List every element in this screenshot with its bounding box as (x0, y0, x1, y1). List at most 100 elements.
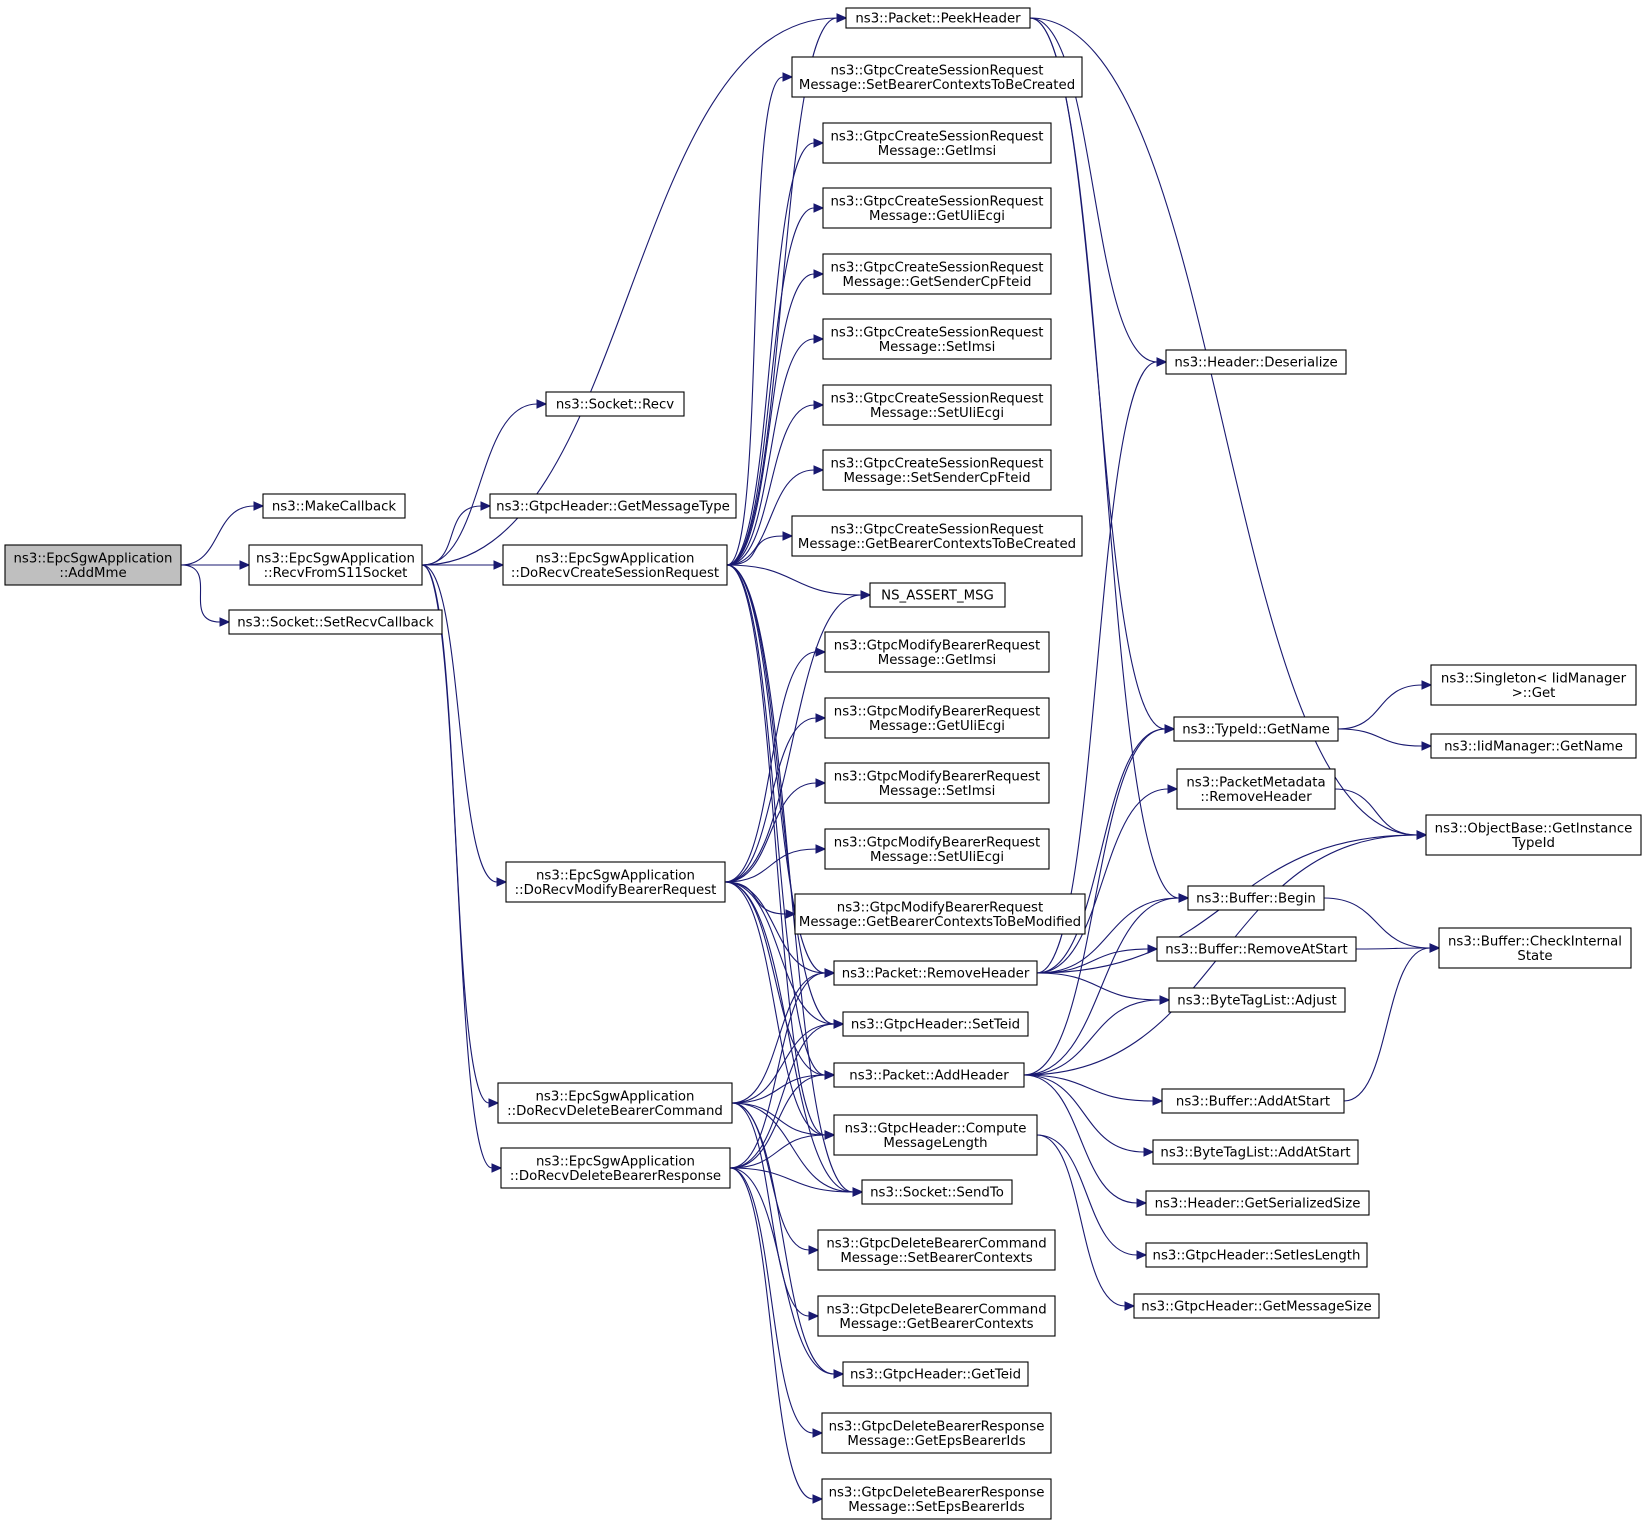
node-sockrecv[interactable]: ns3::Socket::Recv (545, 391, 685, 417)
node-setteid[interactable]: ns3::GtpcHeader::SetTeid (842, 1011, 1029, 1037)
node-csr_getbctbc[interactable]: ns3::GtpcCreateSessionRequestMessage::Ge… (791, 515, 1083, 557)
node-box (1145, 1190, 1370, 1216)
call-edge-computelen-to-setieslen (1036, 1134, 1148, 1260)
node-box (1173, 716, 1339, 742)
node-label: Message::GetImsi (878, 653, 996, 668)
arrowhead-icon (815, 844, 827, 854)
node-box (842, 1011, 1029, 1037)
node-csr_setbctbc[interactable]: ns3::GtpcCreateSessionRequestMessage::Se… (791, 56, 1083, 98)
node-csr_getimsi[interactable]: ns3::GtpcCreateSessionRequestMessage::Ge… (822, 122, 1052, 164)
node-recvs11[interactable]: ns3::EpcSgwApplication::RecvFromS11Socke… (248, 544, 423, 586)
call-edge-dodelresp-to-dbr_geteps (729, 1167, 824, 1438)
node-box (1425, 814, 1642, 856)
node-csr_setuli[interactable]: ns3::GtpcCreateSessionRequestMessage::Se… (822, 384, 1052, 426)
call-edge-dodelresp-to-addheader (729, 1070, 836, 1169)
node-iidgetname[interactable]: ns3::IidManager::GetName (1430, 733, 1637, 759)
node-singletonget[interactable]: ns3::Singleton< IidManager >::Get (1430, 664, 1637, 706)
node-btladdstart[interactable]: ns3::ByteTagList::AddAtStart (1152, 1139, 1359, 1165)
node-makecb[interactable]: ns3::MakeCallback (262, 493, 406, 519)
node-mbr_setimsi[interactable]: ns3::GtpcModifyBearerRequestMessage::Set… (824, 762, 1050, 804)
node-csr_setfteid[interactable]: ns3::GtpcCreateSessionRequestMessage::Se… (822, 449, 1052, 491)
call-edge-line (726, 207, 815, 566)
call-edge-line (1343, 947, 1431, 1102)
node-hdrsersize[interactable]: ns3::Header::GetSerializedSize (1145, 1190, 1370, 1216)
call-edge-line (1023, 999, 1161, 1076)
node-label: ns3::EpcSgwApplication (536, 551, 695, 566)
node-pmremove[interactable]: ns3::PacketMetadata::RemoveHeader (1176, 768, 1336, 810)
node-csr_getfteid[interactable]: ns3::GtpcCreateSessionRequestMessage::Ge… (822, 253, 1052, 295)
node-typeidname[interactable]: ns3::TypeId::GetName (1173, 716, 1339, 742)
node-root[interactable]: ns3::EpcSgwApplication::AddMme (4, 544, 182, 586)
call-edge-addheader-to-typeidname (1023, 724, 1176, 1076)
node-getmsgtype[interactable]: ns3::GtpcHeader::GetMessageType (489, 493, 737, 519)
node-assert[interactable]: NS_ASSERT_MSG (869, 582, 1006, 608)
node-domodify[interactable]: ns3::EpcSgwApplication::DoRecvModifyBear… (505, 861, 726, 903)
node-box (262, 493, 406, 519)
call-edge-line (729, 1167, 835, 1375)
call-edge-recvs11-to-docreate (421, 560, 505, 570)
node-label: >::Get (1512, 686, 1556, 701)
node-setrecvcb[interactable]: ns3::Socket::SetRecvCallback (228, 609, 443, 635)
node-box (505, 861, 726, 903)
node-label: ::AddMme (59, 566, 126, 581)
node-box (817, 1229, 1056, 1271)
call-edge-removeheader-to-deserialize (1036, 357, 1168, 974)
arrowhead-icon (808, 1245, 820, 1255)
node-peekheader[interactable]: ns3::Packet::PeekHeader (845, 7, 1031, 29)
call-edge-line (726, 273, 815, 566)
node-dbr_seteps[interactable]: ns3::GtpcDeleteBearerResponseMessage::Se… (821, 1478, 1052, 1520)
call-edge-domodify-to-mbr_getimsi (724, 647, 827, 883)
node-label: ns3::GtpcModifyBearerRequest (837, 900, 1043, 915)
node-dodelresp[interactable]: ns3::EpcSgwApplication::DoRecvDeleteBear… (500, 1147, 731, 1189)
call-edge-recvs11-to-sockrecv (421, 399, 548, 566)
arrowhead-icon (833, 1019, 845, 1029)
node-box (497, 1082, 733, 1124)
node-deserialize[interactable]: ns3::Header::Deserialize (1165, 349, 1347, 375)
node-addheader[interactable]: ns3::Packet::AddHeader (833, 1062, 1025, 1088)
arrowhead-icon (785, 909, 797, 919)
node-csr_getuli[interactable]: ns3::GtpcCreateSessionRequestMessage::Ge… (822, 187, 1052, 229)
node-bufbegin[interactable]: ns3::Buffer::Begin (1187, 885, 1325, 911)
node-getmsgsize[interactable]: ns3::GtpcHeader::GetMessageSize (1133, 1293, 1380, 1319)
node-label: ns3::GtpcCreateSessionRequest (831, 63, 1044, 78)
arrowhead-icon (860, 590, 872, 600)
call-edge-line (724, 594, 862, 883)
call-edge-line (1036, 1134, 1126, 1307)
node-mbr_getbctbm[interactable]: ns3::GtpcModifyBearerRequestMessage::Get… (794, 893, 1086, 935)
node-removeheader[interactable]: ns3::Packet::RemoveHeader (833, 960, 1038, 986)
node-label: ns3::Header::Deserialize (1174, 356, 1337, 371)
node-label: Message::GetUliEcgi (869, 209, 1005, 224)
node-label: ns3::GtpcCreateSessionRequest (831, 522, 1044, 537)
node-setieslen[interactable]: ns3::GtpcHeader::SetIesLength (1145, 1242, 1368, 1268)
node-csr_setimsi[interactable]: ns3::GtpcCreateSessionRequestMessage::Se… (822, 318, 1052, 360)
node-bufaddstart[interactable]: ns3::Buffer::AddAtStart (1161, 1088, 1345, 1114)
node-docreate[interactable]: ns3::EpcSgwApplication::DoRecvCreateSess… (502, 544, 728, 586)
node-mbr_setuli[interactable]: ns3::GtpcModifyBearerRequestMessage::Set… (824, 828, 1050, 870)
node-bufremove[interactable]: ns3::Buffer::RemoveAtStart (1156, 936, 1357, 962)
call-edge-docreate-to-csr_getimsi (726, 138, 825, 566)
node-mbr_getuli[interactable]: ns3::GtpcModifyBearerRequestMessage::Get… (824, 697, 1050, 739)
node-getteid[interactable]: ns3::GtpcHeader::GetTeid (842, 1361, 1029, 1387)
node-sendto[interactable]: ns3::Socket::SendTo (861, 1179, 1013, 1205)
node-dbc_setbc[interactable]: ns3::GtpcDeleteBearerCommandMessage::Set… (817, 1229, 1056, 1271)
arrowhead-icon (253, 501, 265, 511)
node-dodelcmd[interactable]: ns3::EpcSgwApplication::DoRecvDeleteBear… (497, 1082, 733, 1124)
node-btladjust[interactable]: ns3::ByteTagList::Adjust (1168, 987, 1346, 1013)
node-dbr_geteps[interactable]: ns3::GtpcDeleteBearerResponseMessage::Ge… (821, 1412, 1052, 1454)
call-edge-line (1029, 17, 1418, 836)
node-box (1430, 664, 1637, 706)
call-edge-addheader-to-bufbegin (1023, 893, 1190, 1076)
node-label: ns3::ObjectBase::GetInstance (1435, 821, 1633, 836)
arrowhead-icon (480, 501, 492, 511)
node-dbc_getbc[interactable]: ns3::GtpcDeleteBearerCommandMessage::Get… (817, 1295, 1056, 1337)
node-label: Message::GetBearerContextsToBeCreated (798, 537, 1076, 552)
node-label: ns3::TypeId::GetName (1182, 723, 1330, 738)
call-edge-line (1337, 728, 1423, 747)
node-mbr_getimsi[interactable]: ns3::GtpcModifyBearerRequestMessage::Get… (824, 631, 1050, 673)
node-box (1152, 1139, 1359, 1165)
call-edge-line (731, 1102, 810, 1317)
call-edge-line (726, 142, 815, 566)
